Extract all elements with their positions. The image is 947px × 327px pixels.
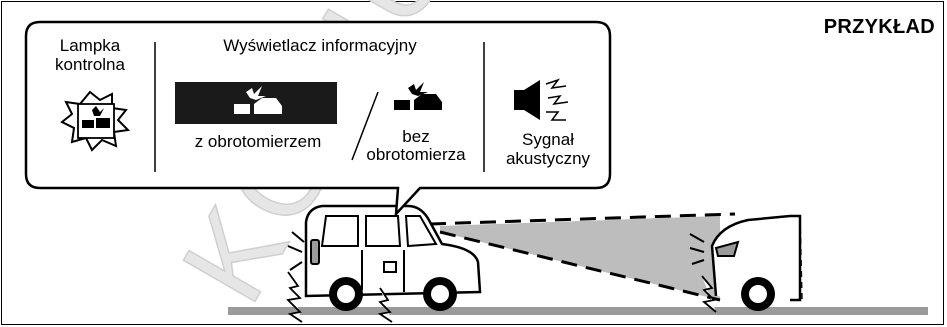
own-vehicle	[286, 204, 482, 323]
speaker-icon	[514, 78, 569, 121]
display-icon-without-tachometer	[394, 82, 442, 110]
without-tachometer-label: bez obrotomierza	[366, 127, 466, 164]
detection-edge-bottom	[439, 230, 721, 302]
display-icon-with-tachometer	[234, 86, 282, 114]
example-title: PRZYKŁAD	[823, 16, 935, 38]
vehicle-ahead	[689, 214, 803, 313]
with-tachometer-label: z obrotomierzem	[194, 132, 322, 151]
pre-collision-warning-lamp-icon	[60, 90, 131, 152]
warning-lamp-label: Lampka kontrolna	[55, 36, 125, 74]
detection-area	[440, 216, 720, 300]
road	[228, 307, 928, 315]
buzzer-label: Sygnał akustyczny	[505, 130, 591, 168]
info-display-label: Wyświetlacz informacyjny	[223, 36, 417, 55]
detection-edge-top	[429, 212, 736, 226]
